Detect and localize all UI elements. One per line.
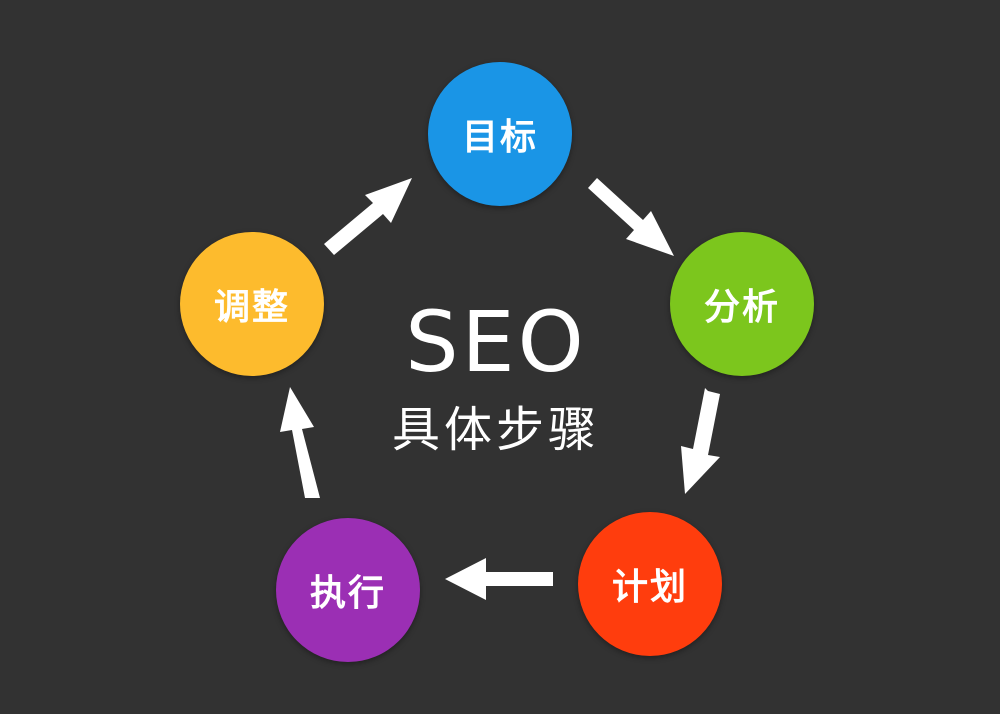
arrow-target-to-analysis (588, 178, 674, 256)
center-subtitle: 具体步骤 (391, 402, 600, 458)
arrow-adjust-to-target (324, 178, 412, 255)
arrow-execute-to-adjust (280, 387, 320, 498)
center-title: SEO (405, 293, 587, 391)
step-node-plan: 计划 (578, 512, 722, 656)
step-node-execute: 执行 (276, 518, 420, 662)
step-label: 目标 (461, 117, 538, 158)
step-label: 计划 (611, 567, 688, 608)
step-node-target: 目标 (428, 62, 572, 206)
step-label: 调整 (213, 287, 290, 328)
arrow-plan-to-execute (445, 558, 553, 600)
arrow-analysis-to-plan (681, 388, 720, 494)
step-label: 分析 (703, 287, 780, 328)
step-label: 执行 (309, 573, 386, 614)
step-node-analysis: 分析 (670, 232, 814, 376)
step-node-adjust: 调整 (180, 232, 324, 376)
